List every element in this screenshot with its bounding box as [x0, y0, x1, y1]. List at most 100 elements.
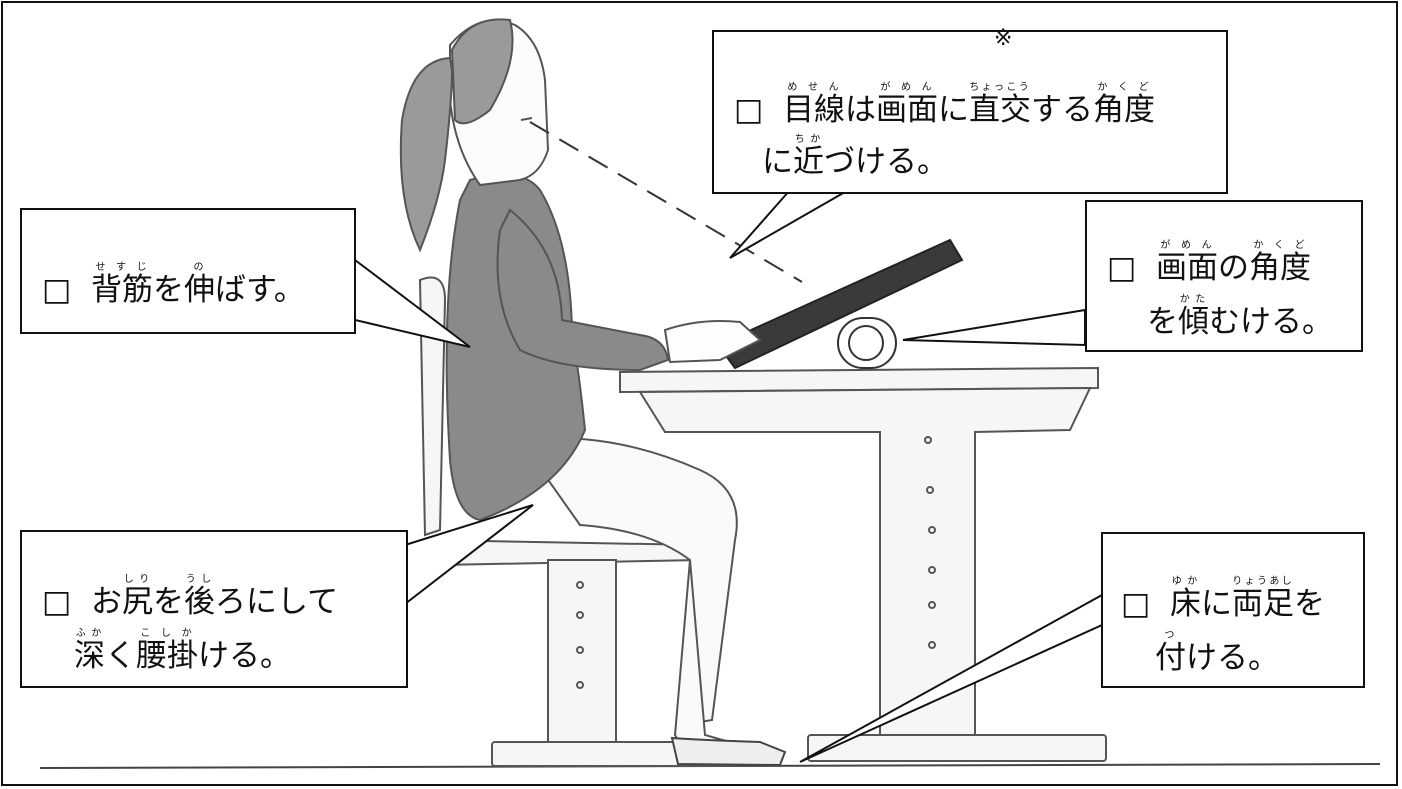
ruby-word: 床ゆか	[1170, 576, 1202, 622]
checkbox-icon: □	[1121, 586, 1151, 622]
ruby-base: 角度	[1093, 92, 1156, 128]
desk	[619, 366, 1107, 762]
plain-text: むける。	[1209, 304, 1333, 340]
plain-text: く	[105, 638, 136, 674]
back-line-1: □ 背筋せすじを伸のばす。	[42, 262, 305, 306]
plain-text: ける。	[198, 638, 291, 674]
checkbox-icon: □	[734, 92, 764, 128]
plain-text: の	[1218, 250, 1250, 286]
head	[399, 18, 550, 253]
ruby-reading: かくど	[1093, 82, 1156, 93]
feet-line-1: □ 床ゆかに両足りょうあしを	[1121, 576, 1325, 620]
checkbox-icon: □	[42, 584, 72, 620]
ruby-reading: つ	[1155, 630, 1186, 641]
callout-screen: □ 画面がめんの角度かくど を傾かたむける。	[1085, 200, 1363, 352]
ruby-reading: りょうあし	[1232, 576, 1294, 587]
plain-text: を	[1147, 304, 1178, 340]
ruby-base: 深	[74, 638, 105, 674]
plain-text: お	[91, 584, 123, 620]
ruby-word: 尻しり	[122, 574, 154, 620]
ruby-word: 傾かた	[1178, 294, 1209, 340]
plain-text: を	[1294, 586, 1326, 622]
ruby-reading: がめん	[876, 82, 939, 93]
seat-line-2: 深ふかく腰掛こしかける。	[74, 628, 291, 672]
ruby-word: 腰掛こしか	[136, 628, 198, 674]
ruby-word: 角度かくど	[1093, 82, 1156, 128]
plain-text: に	[938, 92, 970, 128]
ruby-base: 伸	[184, 272, 216, 308]
plain-text: に	[1201, 586, 1233, 622]
ruby-word: 後うし	[184, 574, 216, 620]
ruby-base: 尻	[122, 584, 154, 620]
screen-line-2: を傾かたむける。	[1147, 294, 1333, 338]
plain-text: ろにして	[215, 584, 339, 620]
ruby-base: 腰掛	[136, 638, 198, 674]
ruby-reading: せすじ	[91, 262, 154, 273]
ruby-base: 画面	[1156, 250, 1219, 286]
ruby-base: 付	[1155, 640, 1186, 676]
ruby-reading: ゆか	[1170, 576, 1202, 587]
callout-gaze: ※ □ 目線めせんは画面がめんに直交ちょっこうする角度かくど に近ちかづける。	[712, 26, 1228, 194]
plain-text: を	[153, 584, 185, 620]
ruby-reading: ふか	[74, 628, 105, 639]
ruby-reading: うし	[184, 574, 216, 585]
plain-text: ける。	[1186, 640, 1279, 676]
ruby-base: 画面	[876, 92, 939, 128]
ruby-reading: かた	[1178, 294, 1209, 305]
ruby-word: 背筋せすじ	[91, 262, 154, 308]
tablet-stand	[837, 317, 897, 369]
ruby-word: 付つ	[1155, 630, 1186, 676]
ruby-word: 直交ちょっこう	[969, 82, 1032, 128]
ruby-reading: しり	[122, 574, 154, 585]
plain-text: は	[845, 92, 877, 128]
ruby-reading: ちか	[793, 134, 824, 145]
checkbox-icon: □	[42, 272, 72, 308]
ruby-base: 床	[1170, 586, 1202, 622]
ruby-word: 角度かくど	[1249, 240, 1312, 286]
arm	[496, 208, 670, 372]
ruby-word: 伸の	[184, 262, 216, 308]
ruby-base: 近	[793, 144, 824, 180]
ruby-base: 角度	[1249, 250, 1312, 286]
note-mark: ※	[994, 26, 1013, 51]
ruby-base: 直交	[969, 92, 1032, 128]
ruby-word: 深ふか	[74, 628, 105, 674]
feet-line-2: 付つける。	[1155, 630, 1279, 674]
ruby-reading: ちょっこう	[969, 82, 1031, 93]
plain-text: に	[762, 144, 793, 180]
ruby-base: 目線	[783, 92, 846, 128]
ruby-word: 画面がめん	[876, 82, 939, 128]
plain-text: を	[153, 272, 185, 308]
plain-text: ばす。	[215, 272, 305, 308]
gaze-line-1: □ 目線めせんは画面がめんに直交ちょっこうする角度かくど	[734, 82, 1155, 126]
plain-text: する	[1031, 92, 1094, 128]
ruby-base: 両足	[1232, 586, 1295, 622]
ruby-reading: がめん	[1156, 240, 1219, 251]
plain-text: づける。	[824, 144, 948, 180]
ruby-word: 目線めせん	[783, 82, 846, 128]
ruby-base: 傾	[1178, 304, 1209, 340]
shoe	[670, 736, 787, 767]
ruby-base: 背筋	[91, 272, 154, 308]
tablet	[716, 238, 964, 370]
ruby-reading: こしか	[136, 628, 198, 639]
screen-line-1: □ 画面がめんの角度かくど	[1107, 240, 1311, 284]
seat-line-1: □ お尻しりを後うしろにして	[42, 574, 338, 618]
ruby-reading: の	[184, 262, 216, 273]
ruby-word: 両足りょうあし	[1232, 576, 1295, 622]
callout-pointers	[354, 188, 1103, 763]
ruby-word: 画面がめん	[1156, 240, 1219, 286]
ruby-base: 後	[184, 584, 216, 620]
gaze-line-2: に近ちかづける。	[762, 134, 948, 178]
ruby-reading: めせん	[783, 82, 846, 93]
ruby-reading: かくど	[1249, 240, 1312, 251]
ruby-word: 近ちか	[793, 134, 824, 180]
hand	[663, 320, 762, 364]
checkbox-icon: □	[1107, 250, 1137, 286]
callout-back: □ 背筋せすじを伸のばす。	[20, 208, 356, 334]
sight-line	[529, 121, 803, 283]
callout-feet: □ 床ゆかに両足りょうあしを 付つける。	[1101, 532, 1365, 688]
callout-seat: □ お尻しりを後うしろにして 深ふかく腰掛こしかける。	[20, 530, 408, 688]
